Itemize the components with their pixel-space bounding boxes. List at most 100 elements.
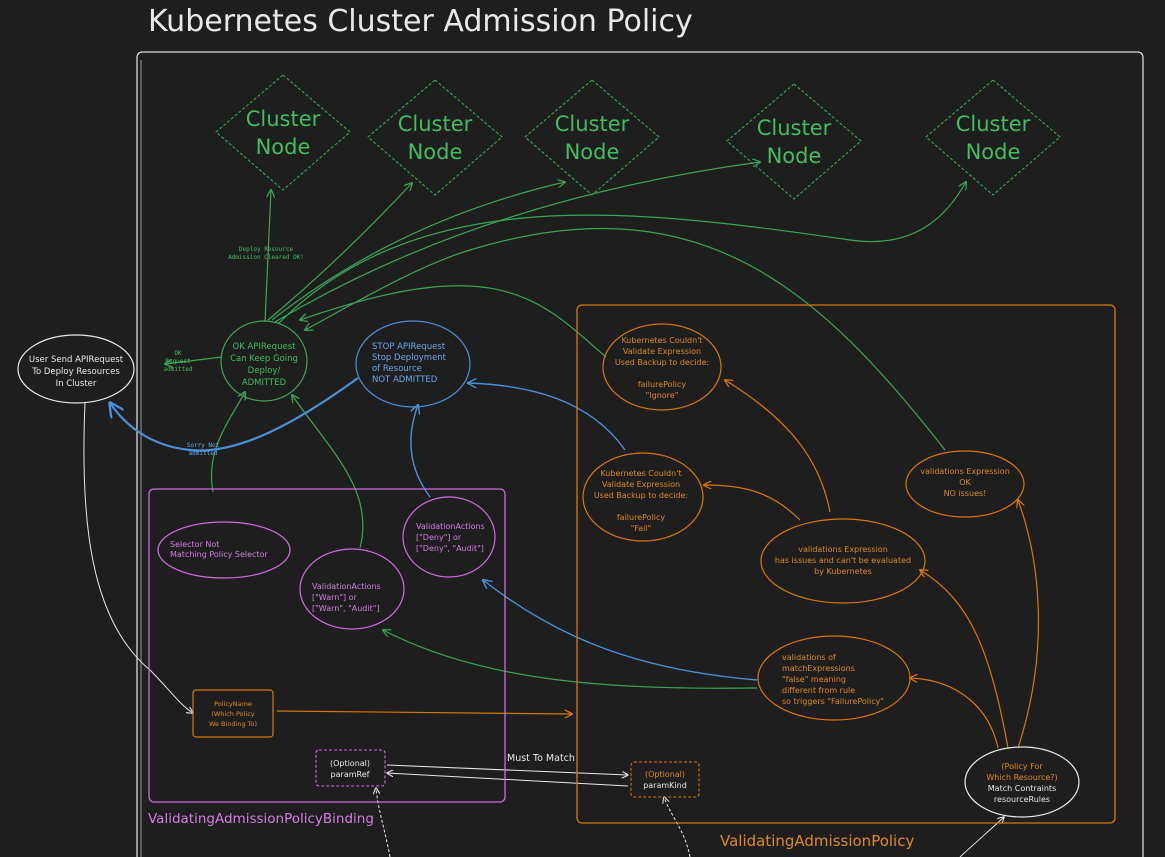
svg-text:has issues and can't be evalua: has issues and can't be evaluated (775, 556, 911, 565)
cluster-node-label: Cluster (555, 112, 630, 136)
deny-ellipse: ValidationActions ["Deny"] or ["Deny", "… (402, 496, 496, 578)
cluster-node-5: Cluster Node (925, 79, 1061, 196)
arrow-warn-to-ok (292, 395, 364, 549)
svg-text:Can Keep Going: Can Keep Going (230, 354, 298, 364)
arrow-to-node-2 (267, 183, 412, 321)
cluster-node-4: Cluster Node (726, 83, 862, 200)
arrow-to-node-4 (274, 162, 760, 323)
must-match-label: Must To Match (507, 753, 575, 764)
resource-rules-ellipse: (Policy For Which Resource?) Match Contr… (964, 746, 1080, 818)
svg-text:Which Resource?): Which Resource?) (986, 773, 1057, 782)
svg-text:validations Expression: validations Expression (920, 467, 1010, 476)
svg-text:Kubernetes Couldn't: Kubernetes Couldn't (621, 336, 702, 345)
ignore-ellipse: Kubernetes Couldn't Validate Expression … (602, 323, 722, 411)
cluster-node-label: Node (767, 144, 822, 168)
cluster-node-label: Cluster (757, 116, 832, 140)
svg-text:["Warn", "Audit"]: ["Warn", "Audit"] (312, 604, 380, 613)
svg-text:admitted: admitted (189, 450, 218, 457)
svg-text:Validate Expression: Validate Expression (602, 480, 680, 489)
ok-expression-ellipse: validations Expression OK NO issues! (905, 450, 1025, 518)
policy-title: ValidatingAdmissionPolicy (720, 832, 914, 850)
arrow-ok-expr-to-ok (305, 227, 946, 451)
user-request: User Send APIRequest To Deploy Resources… (17, 334, 135, 404)
svg-text:admitted: admitted (164, 366, 193, 373)
binding-container: ValidatingAdmissionPolicyBinding Selecto… (148, 488, 506, 827)
svg-text:(Policy For: (Policy For (1001, 762, 1043, 771)
arrow-to-node-5 (277, 182, 966, 325)
arrow-ok-to-user (165, 356, 223, 364)
cluster-node-label: Cluster (956, 112, 1031, 136)
svg-text:ADMITTED: ADMITTED (242, 378, 287, 388)
svg-text:Deploy Resource: Deploy Resource (239, 246, 294, 253)
param-kind-box: (Optional) paramKind (630, 761, 700, 798)
cluster-node-label: Node (565, 140, 620, 164)
sorry-label: Sorry Not admitted (187, 442, 220, 457)
match-false-ellipse: validations of matchExpressions "false" … (757, 635, 911, 721)
svg-text:Stop Deployment: Stop Deployment (372, 353, 447, 363)
svg-text:PolicyName: PolicyName (214, 700, 252, 708)
fail-ellipse: Kubernetes Couldn't Validate Expression … (582, 452, 704, 542)
selector-ellipse: Selector Not Matching Policy Selector (157, 521, 291, 579)
svg-text:of Resource: of Resource (372, 364, 422, 374)
arrow-to-node-1 (264, 190, 271, 323)
cluster-node-label: Node (408, 140, 463, 164)
svg-text:STOP APIRequest: STOP APIRequest (372, 342, 446, 352)
arrow-incoming-to-resource (959, 817, 1004, 857)
svg-text:different from rule: different from rule (782, 686, 855, 695)
svg-text:NO issues!: NO issues! (944, 489, 987, 498)
svg-text:Deploy/: Deploy/ (248, 366, 281, 376)
cluster-node-1: Cluster Node (215, 74, 351, 191)
cluster-node-3: Cluster Node (524, 79, 660, 196)
arrow-stop-to-user (110, 377, 359, 452)
svg-text:failurePolicy: failurePolicy (617, 513, 666, 522)
svg-text:NOT ADMITTED: NOT ADMITTED (372, 375, 438, 385)
svg-text:Matching Policy Selector: Matching Policy Selector (170, 550, 268, 559)
param-ref-box: (Optional) paramRef (315, 749, 386, 787)
ok-request: OK APIRequest Can Keep Going Deploy/ ADM… (220, 320, 308, 402)
arrow-fail-to-stop (468, 383, 626, 451)
arrow-to-node-3 (271, 182, 565, 321)
arrow-paramref-to-paramkind (386, 764, 628, 775)
svg-text:Validate Expression: Validate Expression (623, 347, 701, 356)
cluster-node-label: Node (966, 140, 1021, 164)
svg-text:Match Contraints: Match Contraints (988, 784, 1056, 793)
svg-text:["Deny"] or: ["Deny"] or (416, 533, 462, 542)
svg-text:OK: OK (174, 350, 182, 357)
svg-text:(Which Policy: (Which Policy (211, 710, 254, 718)
arrow-user-to-policyname (83, 402, 193, 713)
svg-text:User Send APIRequest: User Send APIRequest (29, 355, 124, 365)
svg-text:paramRef: paramRef (331, 770, 370, 779)
svg-text:so triggers "FailurePolicy": so triggers "FailurePolicy" (782, 697, 884, 706)
svg-text:Used Backup to decide:: Used Backup to decide: (594, 491, 688, 500)
ok-admitted-label: OK Request admitted (164, 350, 193, 373)
page-title: Kubernetes Cluster Admission Policy (148, 4, 693, 39)
svg-text:["Deny", "Audit"]: ["Deny", "Audit"] (416, 544, 484, 553)
deploy-arrows (165, 162, 966, 689)
arrow-match-to-deny (483, 580, 758, 681)
svg-text:We Binding To): We Binding To) (209, 720, 257, 728)
svg-text:paramKind: paramKind (643, 781, 687, 790)
svg-text:["Warn"] or: ["Warn"] or (312, 593, 358, 602)
arrow-resource-to-match (910, 678, 999, 749)
svg-text:Kubernetes Couldn't: Kubernetes Couldn't (600, 469, 681, 478)
svg-text:"Fail": "Fail" (631, 524, 652, 533)
arrow-incoming-to-paramkind (664, 797, 691, 857)
cluster-node-label: Cluster (246, 107, 321, 131)
svg-text:ValidationActions: ValidationActions (312, 582, 381, 591)
request-arrows (83, 402, 1004, 857)
arrow-resource-to-ok-expr (1018, 500, 1039, 749)
stop-request: STOP APIRequest Stop Deployment of Resou… (355, 320, 471, 408)
svg-text:matchExpressions: matchExpressions (782, 664, 855, 673)
cluster-node-2: Cluster Node (367, 79, 503, 196)
svg-text:Selector Not: Selector Not (170, 540, 219, 549)
arrow-policyname-to-policy (276, 711, 572, 714)
svg-text:validations of: validations of (782, 653, 836, 662)
arrow-resource-to-issues (920, 570, 1009, 749)
svg-text:validations Expression: validations Expression (798, 545, 888, 554)
svg-text:Admission Cleared OK!: Admission Cleared OK! (228, 254, 304, 261)
arrow-paramkind-to-paramref (387, 773, 629, 787)
svg-text:Used Backup to decide:: Used Backup to decide: (615, 358, 709, 367)
warn-ellipse: ValidationActions ["Warn"] or ["Warn", "… (299, 548, 405, 630)
svg-text:failurePolicy: failurePolicy (638, 380, 687, 389)
